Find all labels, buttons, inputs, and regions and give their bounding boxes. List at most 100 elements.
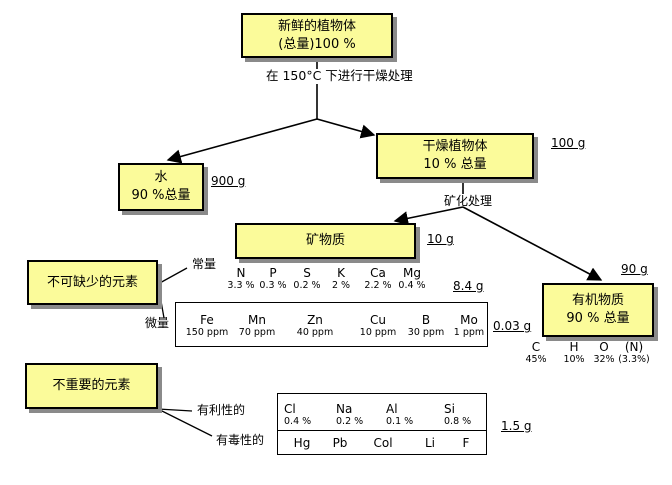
organic-element: C 45% [524,340,548,366]
element-value: 0.4 % [284,416,312,427]
element-value: 10 ppm [359,327,397,338]
micro-amount: 0.03 g [493,319,532,333]
element-value: 2 % [331,280,351,291]
element-symbol: Mo [460,313,478,327]
table-divider [278,430,486,431]
element-symbol: Zn [307,313,323,327]
minerals-amount: 10 g [427,232,454,246]
nonessential-elements-title: 不重要的元素 [52,378,131,393]
drying-step-label: 在 150°C 下进行干燥处理 [266,68,413,83]
element-symbol: S [303,266,311,280]
organic-title: 有机物质 [571,293,624,308]
dry-plant-amount: 100 g [551,136,586,150]
water-title: 水 [154,170,168,185]
arrow-to-dry-plant [316,118,376,139]
beneficial-element: Al 0.1 % [386,402,422,428]
micro-element: Cu 10 ppm [353,313,403,339]
dry-plant-percent: 10 % 总量 [423,157,487,172]
line-to-macro [157,267,188,285]
toxic-label: 有毒性的 [216,433,265,447]
beneficial-element: Na 0.2 % [336,402,372,428]
element-symbol: Cl [284,402,296,416]
element-value: 2.2 % [364,280,392,291]
toxic-element: Col [373,436,393,450]
element-value: (3.3%) [618,354,650,365]
arrow-to-water [166,118,318,164]
element-symbol: P [269,266,277,280]
macro-element: S 0.2 % [292,266,322,292]
element-symbol: Mn [248,313,266,327]
nonessential-table: Cl 0.4 % Na 0.2 % Al 0.1 % Si 0.8 % Hg P… [277,393,487,455]
arrow-to-minerals [393,206,464,226]
micro-label: 微量 [145,316,170,330]
toxic-element: Li [424,436,436,450]
element-symbol: Ca [370,266,386,280]
element-value: 150 ppm [185,327,229,338]
element-symbol: Na [336,402,353,416]
element-value: 70 ppm [238,327,276,338]
beneficial-label: 有利性的 [197,403,246,417]
toxic-element: F [462,436,470,450]
element-symbol: B [421,313,431,327]
essential-elements-box: 不可缺少的元素 [27,260,158,305]
water-box: 水 90 %总量 [118,163,204,211]
element-value: 1 ppm [453,327,485,338]
organic-amount: 90 g [621,262,648,276]
macro-element: K 2 % [328,266,354,292]
element-symbol: C [531,340,541,354]
ashing-step-label: 矿化处理 [444,194,493,208]
dry-plant-box: 干燥植物体 10 % 总量 [376,133,534,179]
minerals-title: 矿物质 [305,233,345,248]
element-symbol: Fe [200,313,214,327]
element-value: 32% [593,354,615,365]
fresh-plant-box: 新鲜的植物体 (总量)100 % [241,13,393,58]
macro-element: Ca 2.2 % [362,266,394,292]
element-symbol: Si [444,402,455,416]
element-value: 0.2 % [293,280,321,291]
toxic-element: Pb [332,436,348,450]
beneficial-element: Si 0.8 % [444,402,480,428]
element-symbol: N [236,266,246,280]
nonessential-elements-box: 不重要的元素 [25,363,158,409]
micro-element: Mo 1 ppm [447,313,491,339]
element-symbol: Cu [370,313,386,327]
element-symbol: (N) [624,340,644,354]
macro-element: P 0.3 % [258,266,288,292]
micro-elements-box: Fe 150 ppm Mn 70 ppm Zn 40 ppm Cu 10 ppm… [175,302,488,347]
fresh-plant-total: (总量)100 % [278,36,356,52]
element-value: 30 ppm [407,327,445,338]
organic-percent: 90 % 总量 [566,311,630,326]
micro-element: Fe 150 ppm [178,313,236,339]
element-value: 0.3 % [259,280,287,291]
element-symbol: K [337,266,345,280]
organic-element: O 32% [592,340,616,366]
organic-box: 有机物质 90 % 总量 [542,283,654,337]
macro-label: 常量 [192,257,217,271]
macro-amount: 8.4 g [453,279,484,293]
element-value: 40 ppm [296,327,334,338]
element-symbol: H [569,340,579,354]
dry-plant-title: 干燥植物体 [422,139,488,154]
micro-element: Mn 70 ppm [232,313,282,339]
line-to-toxic [157,408,213,437]
element-symbol: Mg [403,266,421,280]
element-value: 10% [563,354,585,365]
water-percent: 90 %总量 [131,188,191,203]
line-to-micro [157,283,165,319]
element-value: 0.2 % [336,416,364,427]
arrow-to-organic [462,206,603,281]
organic-element: (N) (3.3%) [616,340,652,366]
element-value: 0.1 % [386,416,414,427]
element-value: 0.4 % [398,280,426,291]
line-to-beneficial [157,408,193,412]
macro-element: Mg 0.4 % [396,266,428,292]
element-symbol: O [599,340,609,354]
beneficial-element: Cl 0.4 % [284,402,320,428]
toxic-element: Hg [293,436,311,450]
element-value: 3.3 % [227,280,255,291]
nonessential-amount: 1.5 g [501,419,532,433]
element-value: 45% [525,354,547,365]
macro-element: N 3.3 % [226,266,256,292]
fresh-plant-title: 新鲜的植物体 [277,18,356,34]
